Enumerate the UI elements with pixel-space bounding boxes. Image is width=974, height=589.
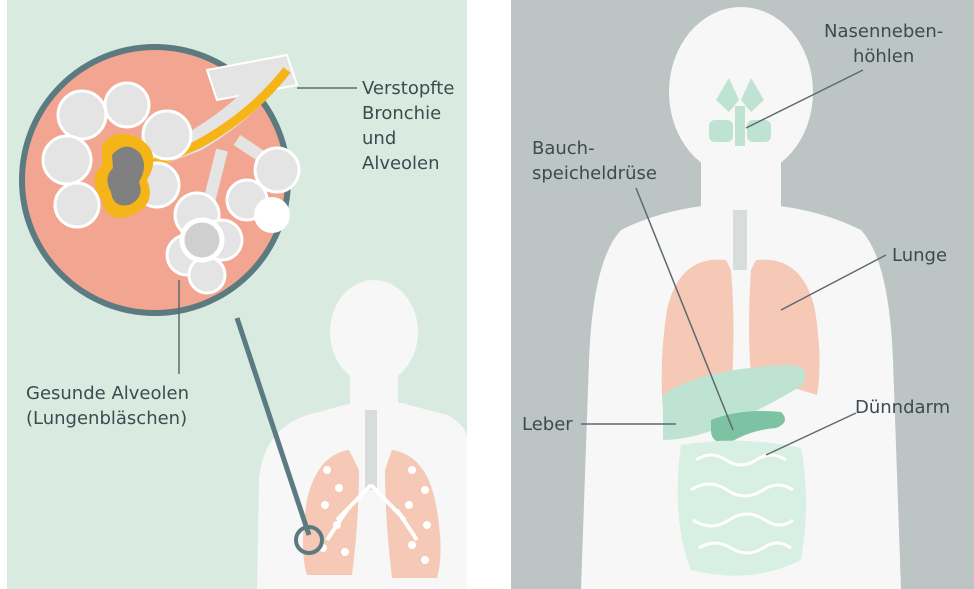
label-pancreas: Bauch- speicheldrüse — [532, 136, 657, 186]
organs-panel: Nasenneben- höhlen Bauch- speicheldrüse … — [511, 0, 974, 589]
lung-zoom-panel: Verstopfte Bronchie und Alveolen Gesunde… — [7, 0, 467, 589]
label-clogged-bronchus: Verstopfte Bronchie und Alveolen — [362, 76, 454, 176]
label-liver: Leber — [522, 412, 573, 437]
trachea — [733, 210, 747, 270]
organs-illustration — [511, 0, 974, 589]
label-sinuses: Nasenneben- höhlen — [824, 19, 943, 69]
label-small-intestine: Dünndarm — [855, 395, 950, 420]
label-lung: Lunge — [892, 243, 947, 268]
small-intestine — [678, 441, 806, 576]
label-healthy-alveoli: Gesunde Alveolen (Lungenbläschen) — [26, 381, 189, 431]
